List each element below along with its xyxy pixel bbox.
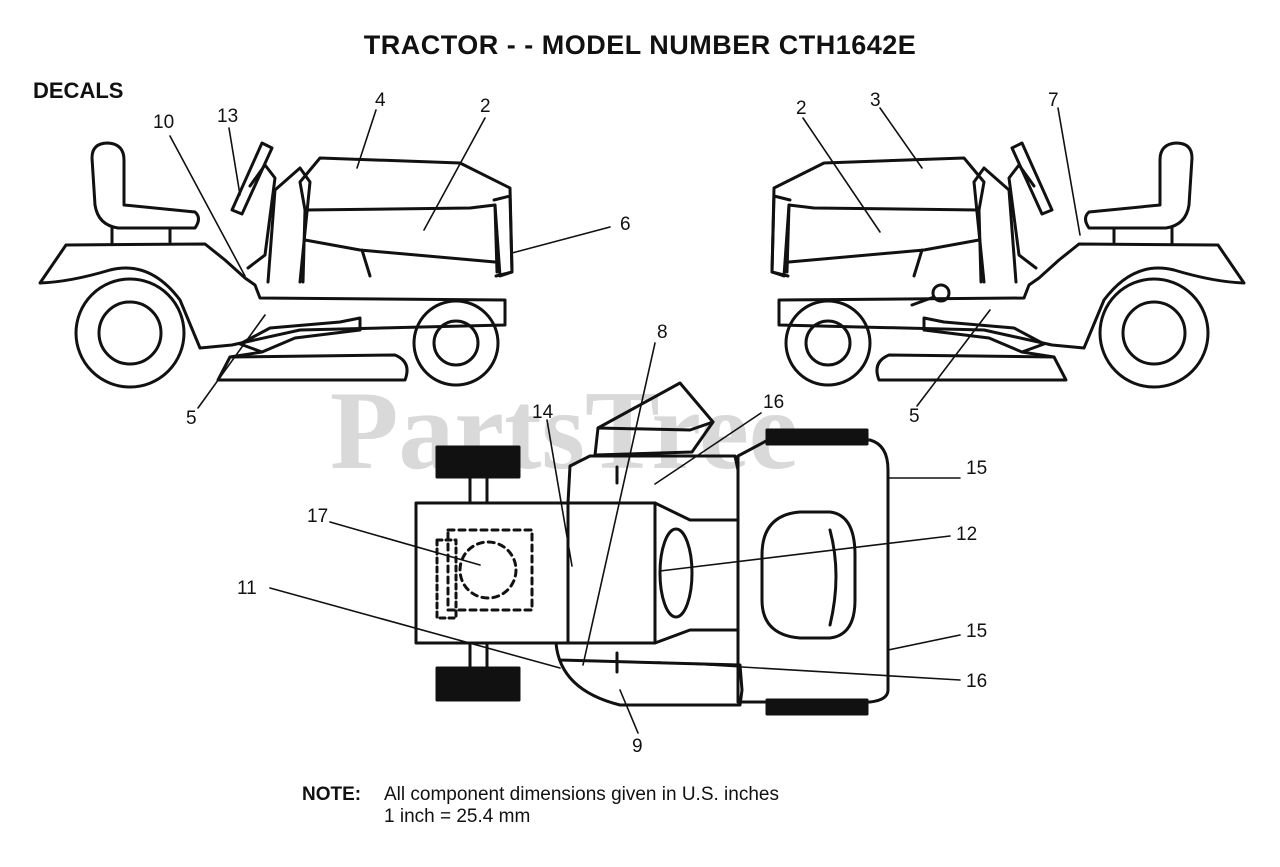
section-label: DECALS (33, 78, 124, 103)
dimensions-note: NOTE: All component dimensions given in U… (302, 784, 779, 828)
tractor-top-view (414, 381, 890, 716)
callout-5-right: 5 (909, 406, 920, 427)
mower-deck (216, 353, 409, 382)
callout-6: 6 (620, 214, 631, 235)
callout-4: 4 (375, 90, 386, 111)
note-line2: 1 inch = 25.4 mm (384, 806, 531, 827)
callout-17: 17 (307, 506, 328, 527)
rear-fender (38, 242, 507, 350)
note-line1: All component dimensions given in U.S. i… (384, 784, 779, 805)
tractor-right-side-view (770, 141, 1246, 389)
callout-9: 9 (632, 736, 643, 757)
callout-16-lower: 16 (966, 671, 987, 692)
page-title: TRACTOR - - MODEL NUMBER CTH1642E (363, 30, 917, 60)
callout-5: 5 (186, 408, 197, 429)
watermark: PartsTree (330, 369, 799, 493)
dash (266, 166, 312, 284)
hood-top (736, 438, 890, 704)
callout-11: 11 (237, 578, 257, 599)
callout-15-lower: 15 (966, 621, 987, 642)
callout-7: 7 (1048, 90, 1059, 111)
right-side-panel (554, 641, 744, 707)
front-wheel (412, 299, 500, 387)
leader-lines (169, 107, 1081, 734)
rear-tire-top (435, 445, 521, 479)
steering-wheel (230, 141, 274, 216)
callout-8: 8 (657, 322, 668, 343)
steering-wheel-top (658, 527, 694, 619)
callout-14: 14 (532, 402, 554, 423)
hood (298, 156, 514, 278)
callout-10: 10 (153, 112, 174, 133)
callout-13: 13 (217, 106, 238, 127)
callout-16: 16 (763, 392, 784, 413)
note-label: NOTE: (302, 784, 362, 805)
callout-12: 12 (956, 524, 977, 545)
callout-15: 15 (966, 458, 987, 479)
rear-tire-bottom (435, 666, 521, 702)
chute (593, 381, 715, 457)
rear-wheel (74, 277, 186, 389)
callout-2-right: 2 (796, 98, 807, 119)
seat (90, 141, 200, 230)
steering-console (653, 501, 740, 645)
rear-body (414, 501, 657, 645)
grille (492, 194, 514, 278)
callout-3: 3 (870, 90, 881, 111)
tractor-left-side-view (38, 141, 514, 389)
grille-top (760, 510, 857, 640)
callout-2: 2 (480, 96, 491, 117)
fuel-cap (446, 528, 534, 612)
footrest (238, 316, 362, 354)
